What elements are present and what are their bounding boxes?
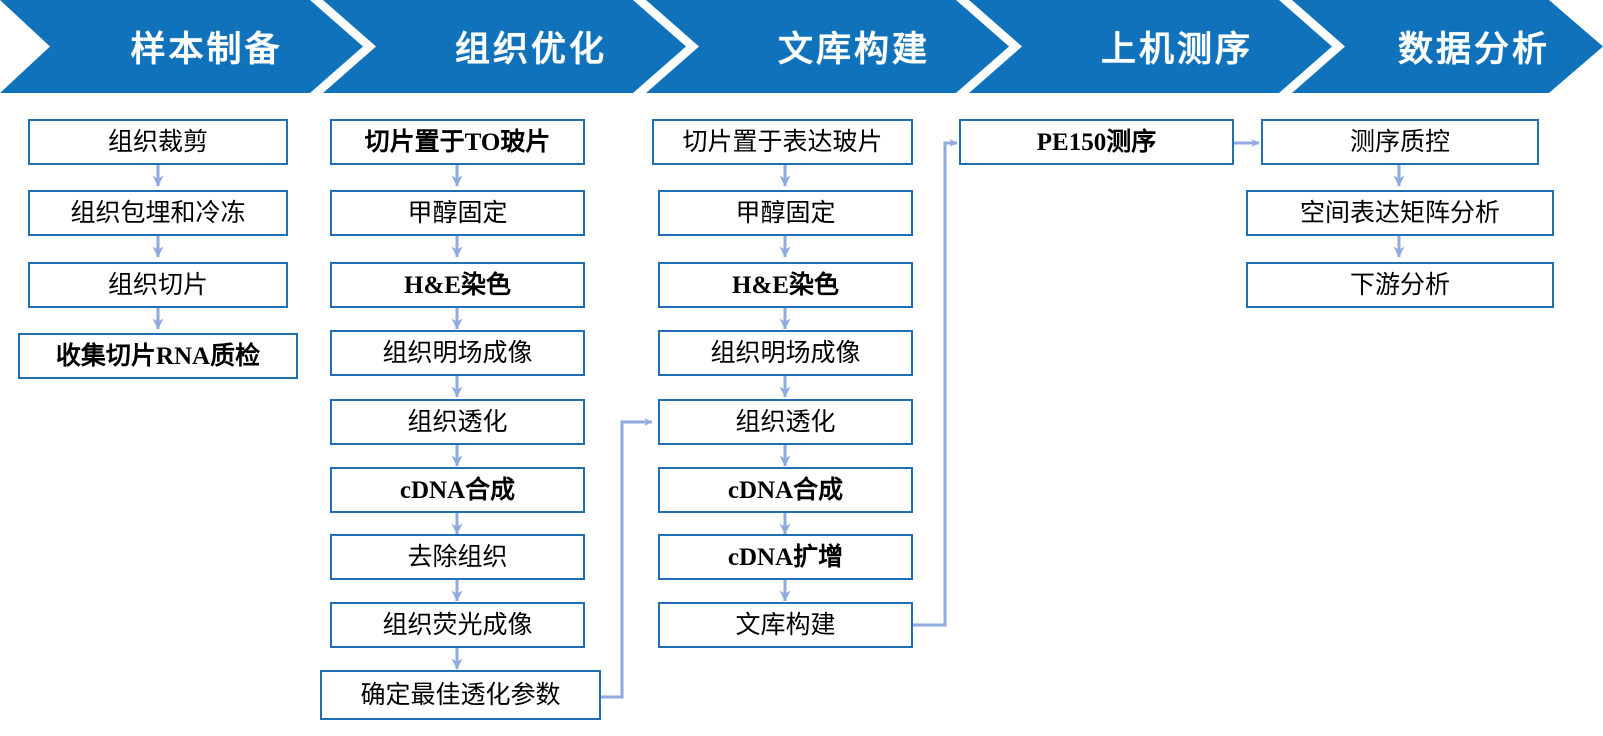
node-permeabilization-to[interactable]: 组织透化: [330, 399, 585, 445]
node-cdna-synthesis-expr[interactable]: cDNA合成: [658, 467, 913, 513]
node-brightfield-imaging-to[interactable]: 组织明场成像: [330, 330, 585, 376]
node-spatial-expression-matrix[interactable]: 空间表达矩阵分析: [1246, 190, 1554, 236]
node-permeabilization-expr[interactable]: 组织透化: [658, 399, 913, 445]
node-optimal-permeabilization-params[interactable]: 确定最佳透化参数: [320, 670, 601, 720]
node-he-staining-to[interactable]: H&E染色: [330, 262, 585, 308]
node-library-construction[interactable]: 文库构建: [658, 602, 913, 648]
node-rna-qc[interactable]: 收集切片RNA质检: [18, 333, 298, 379]
node-cdna-amplification[interactable]: cDNA扩增: [658, 534, 913, 580]
node-pe150-sequencing[interactable]: PE150测序: [959, 119, 1234, 165]
chevron-shape-2: [323, 0, 686, 93]
stage-banner: 样本制备 组织优化 文库构建 上机测序 数据分析: [0, 0, 1603, 93]
chevron-shape-1: [0, 0, 363, 93]
chevron-shape-3: [646, 0, 1009, 93]
node-tissue-trimming[interactable]: 组织裁剪: [28, 119, 288, 165]
node-brightfield-imaging-expr[interactable]: 组织明场成像: [658, 330, 913, 376]
banner-chevrons: [0, 0, 1603, 93]
node-to-slide-placement[interactable]: 切片置于TO玻片: [330, 119, 585, 165]
chevron-shape-5: [1292, 0, 1603, 93]
node-methanol-fixation-to[interactable]: 甲醇固定: [330, 190, 585, 236]
node-he-staining-expr[interactable]: H&E染色: [658, 262, 913, 308]
feedback-loop-permeabilization: [601, 418, 653, 699]
node-methanol-fixation-expr[interactable]: 甲醇固定: [658, 190, 913, 236]
node-sequencing-qc[interactable]: 测序质控: [1261, 119, 1539, 165]
node-expression-slide-placement[interactable]: 切片置于表达玻片: [652, 119, 913, 165]
node-sectioning[interactable]: 组织切片: [28, 262, 288, 308]
node-downstream-analysis[interactable]: 下游分析: [1246, 262, 1554, 308]
node-embedding-freezing[interactable]: 组织包埋和冷冻: [28, 190, 288, 236]
node-cdna-synthesis-to[interactable]: cDNA合成: [330, 467, 585, 513]
connector-library-to-sequencing: [913, 139, 958, 627]
node-fluorescence-imaging[interactable]: 组织荧光成像: [330, 602, 585, 648]
node-tissue-removal[interactable]: 去除组织: [330, 534, 585, 580]
chevron-shape-4: [969, 0, 1332, 93]
